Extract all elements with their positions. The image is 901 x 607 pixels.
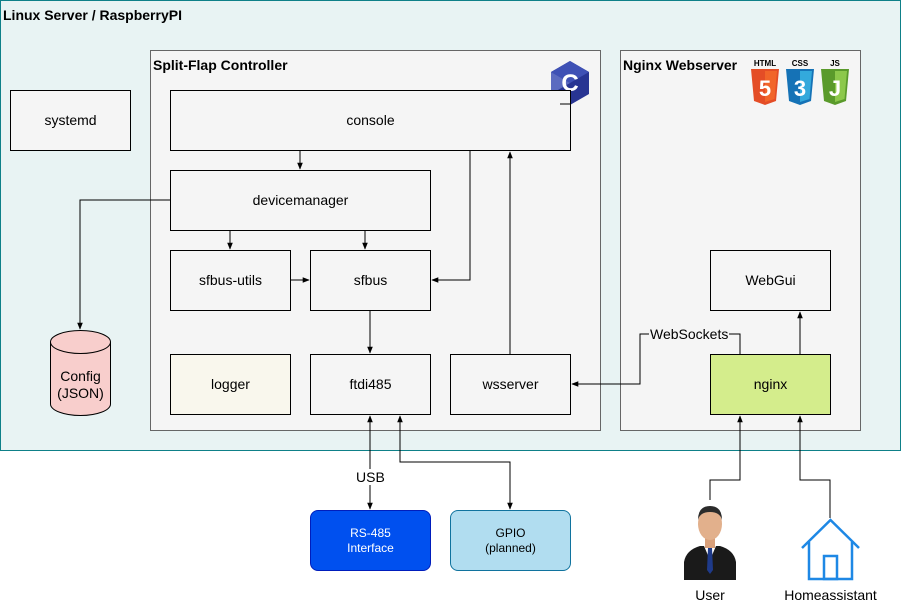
ftdi485-node: ftdi485 — [310, 354, 431, 415]
homeassistant-house-icon — [800, 518, 861, 581]
user-label: User — [695, 587, 725, 603]
nginx-node: nginx — [710, 354, 831, 415]
html5-icon: HTML 5 — [749, 58, 781, 106]
console-node: console — [170, 90, 571, 151]
gpio-node: GPIO (planned) — [450, 510, 571, 571]
css3-icon: CSS 3 — [784, 58, 816, 106]
edge-homeassistant-nginx — [797, 415, 831, 518]
linux-server-title: Linux Server / RaspberryPI — [3, 7, 182, 23]
rs485-interface-node: RS-485 Interface — [310, 510, 431, 571]
webgui-node: WebGui — [710, 250, 831, 311]
edge-user-nginx — [709, 415, 743, 500]
nginx-webserver-title: Nginx Webserver — [623, 57, 738, 73]
edge-ftdi485-gpio — [397, 415, 513, 510]
svg-text:3: 3 — [794, 76, 806, 101]
edge-devicemanager-config — [77, 199, 170, 330]
edge-nginx-wsserver — [571, 333, 741, 387]
config-json-datastore: Config (JSON) — [50, 330, 111, 416]
user-actor-icon — [680, 500, 740, 580]
systemd-node: systemd — [10, 90, 131, 151]
websockets-label: WebSockets — [649, 326, 730, 342]
sfbus-node: sfbus — [310, 250, 431, 311]
edge-console-sfbus-2 — [431, 151, 471, 283]
logger-node: logger — [170, 354, 291, 415]
sfbus-utils-node: sfbus-utils — [170, 250, 291, 311]
split-flap-controller-title: Split-Flap Controller — [153, 57, 288, 73]
svg-text:5: 5 — [759, 76, 771, 101]
wsserver-node: wsserver — [450, 354, 571, 415]
devicemanager-node: devicemanager — [170, 170, 431, 231]
svg-text:J: J — [829, 76, 841, 101]
usb-label: USB — [355, 469, 386, 485]
svg-text:CSS: CSS — [792, 59, 809, 68]
svg-text:JS: JS — [830, 59, 840, 68]
homeassistant-label: Homeassistant — [784, 587, 877, 603]
svg-text:HTML: HTML — [754, 59, 776, 68]
javascript-icon: JS J — [819, 58, 851, 106]
config-json-label: Config (JSON) — [57, 368, 104, 401]
